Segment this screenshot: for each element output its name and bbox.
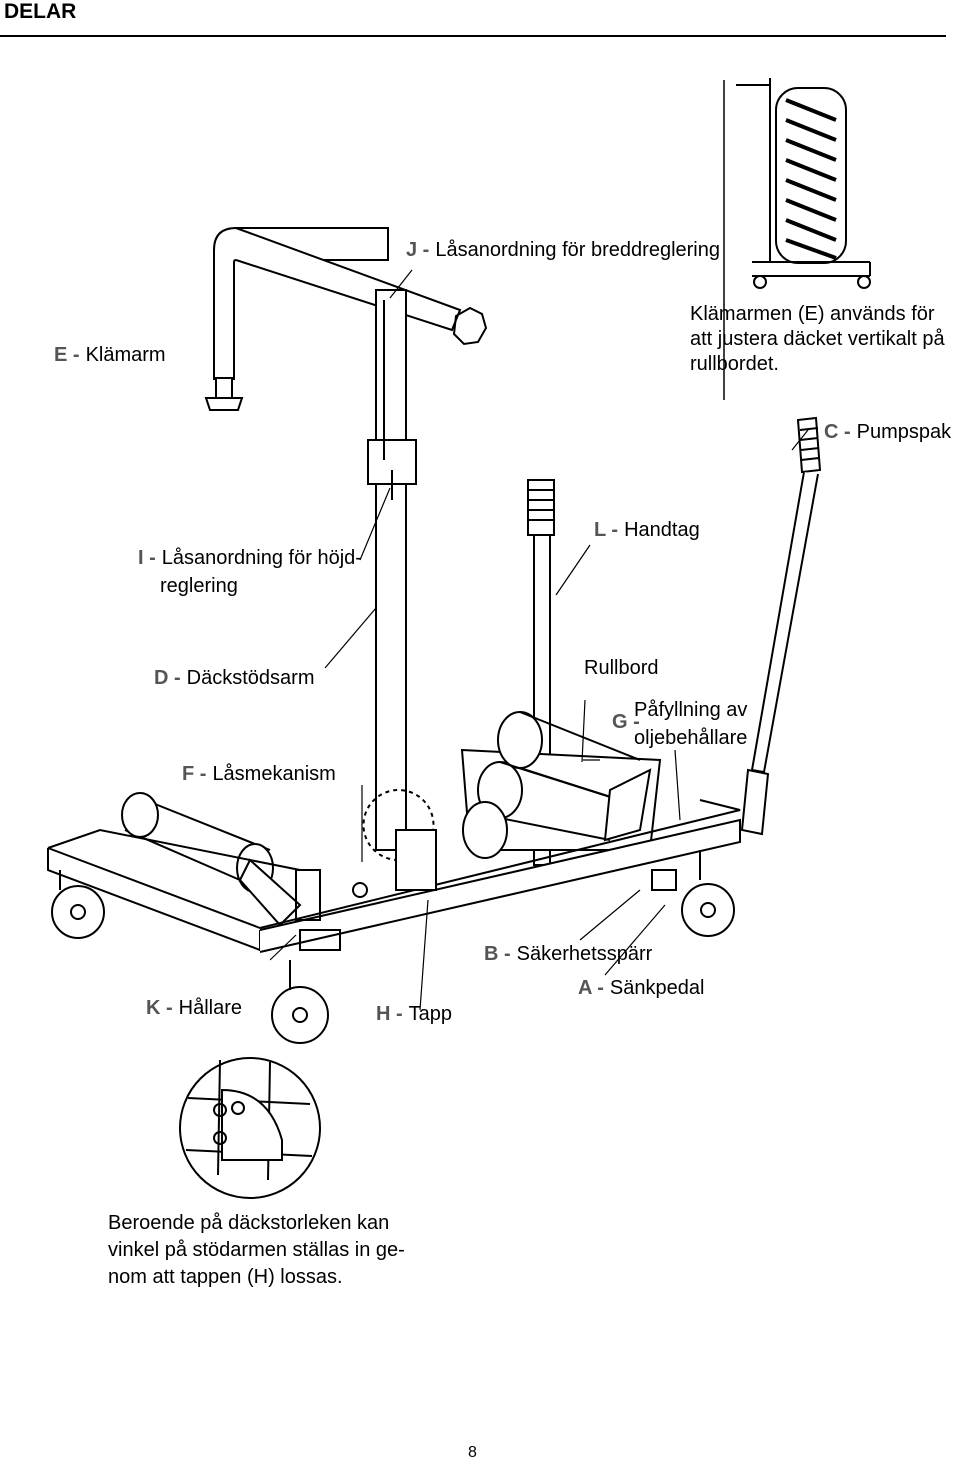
rollers-drawing bbox=[121, 711, 662, 927]
label-a: ASänkpedal bbox=[578, 976, 704, 1000]
label-g-line2: oljebehållare bbox=[634, 727, 748, 749]
label-rullbord: Rullbord bbox=[584, 657, 659, 679]
label-i-line2: reglering bbox=[160, 575, 238, 597]
leader-lines bbox=[269, 269, 809, 1011]
section-header: DELAR bbox=[4, 0, 77, 23]
header-rule bbox=[0, 35, 946, 37]
pump-lever-drawing bbox=[740, 416, 822, 836]
note-clamp-arm: Klämarmen (E) används för att justera dä… bbox=[690, 303, 945, 375]
label-l: LHandtag bbox=[594, 518, 700, 542]
label-k: KHållare bbox=[146, 996, 242, 1020]
casters-drawing bbox=[51, 850, 735, 1044]
label-i: ILåsanordning för höjd- bbox=[138, 546, 362, 570]
label-g-letter: G bbox=[612, 710, 646, 734]
mast-drawing bbox=[367, 289, 417, 851]
label-j: JLåsanordning för breddreglering bbox=[406, 238, 720, 262]
note-support-arm: Beroende på däckstorleken kan vinkel på … bbox=[108, 1212, 405, 1288]
page-number: 8 bbox=[468, 1444, 477, 1461]
frame-drawing bbox=[47, 789, 741, 953]
label-b: BSäkerhetsspärr bbox=[484, 942, 652, 966]
label-h: HTapp bbox=[376, 1002, 452, 1026]
label-f: FLåsmekanism bbox=[182, 762, 336, 786]
label-c: CPumpspak bbox=[824, 420, 951, 444]
label-e: EKlämarm bbox=[54, 343, 166, 367]
detail-inset-drawing bbox=[179, 1057, 321, 1199]
tire-inset-drawing bbox=[723, 78, 871, 400]
label-d: DDäckstödsarm bbox=[154, 666, 314, 690]
label-g: Påfyllning av bbox=[634, 699, 748, 721]
